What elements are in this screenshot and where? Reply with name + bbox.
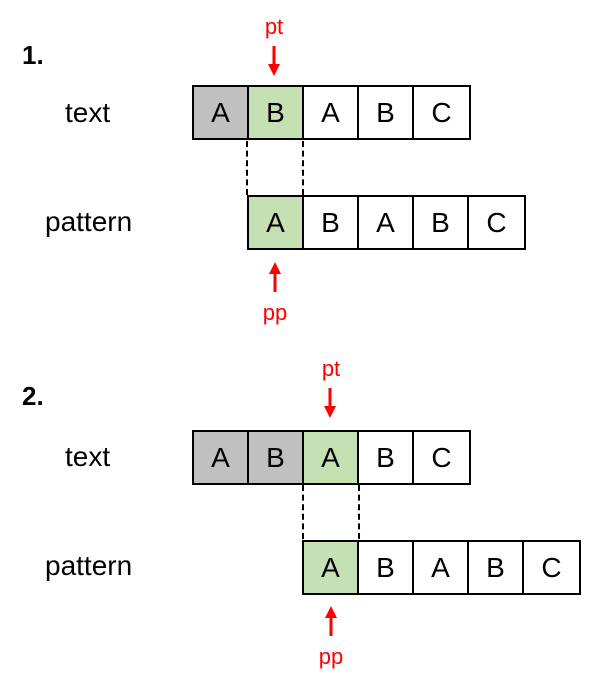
- text-cell: B: [249, 432, 304, 483]
- pattern-row-label: pattern: [45, 206, 133, 237]
- alignment-guide: [302, 485, 304, 539]
- pattern-cell: A: [249, 197, 304, 248]
- alignment-guide: [302, 141, 304, 195]
- text-row-label: text: [65, 97, 111, 128]
- pp-label: pp: [262, 300, 288, 325]
- text-array: A B A B C: [192, 85, 471, 140]
- pattern-array: A B A B C: [247, 195, 526, 250]
- text-cell: B: [359, 432, 414, 483]
- pattern-cell: B: [304, 197, 359, 248]
- pt-arrow-icon: [268, 46, 280, 76]
- text-cell: A: [304, 432, 359, 483]
- pattern-cell: A: [359, 197, 414, 248]
- pt-arrow-icon: [324, 388, 336, 418]
- step-number: 2.: [22, 381, 44, 411]
- pp-label: pp: [318, 644, 344, 669]
- text-cell: A: [304, 87, 359, 138]
- text-row-label: text: [65, 441, 111, 472]
- pattern-cell: C: [524, 542, 579, 593]
- pp-arrow-icon: [269, 262, 281, 292]
- pt-label: pt: [264, 14, 284, 39]
- text-cell: B: [359, 87, 414, 138]
- pattern-row-label: pattern: [45, 550, 133, 581]
- pattern-cell: A: [304, 542, 359, 593]
- pattern-cell: C: [469, 197, 524, 248]
- alignment-guide: [246, 141, 248, 195]
- text-cell: C: [414, 432, 469, 483]
- alignment-guide: [358, 485, 360, 539]
- pattern-cell: B: [359, 542, 414, 593]
- pp-arrow-icon: [325, 606, 337, 636]
- text-array: A B A B C: [192, 430, 471, 485]
- pattern-array: A B A B C: [302, 540, 581, 595]
- pattern-cell: B: [414, 197, 469, 248]
- text-cell: A: [194, 87, 249, 138]
- pattern-cell: A: [414, 542, 469, 593]
- pt-label: pt: [321, 356, 341, 381]
- pattern-cell: B: [469, 542, 524, 593]
- text-cell: A: [194, 432, 249, 483]
- text-cell: C: [414, 87, 469, 138]
- step-number: 1.: [22, 40, 44, 70]
- text-cell: B: [249, 87, 304, 138]
